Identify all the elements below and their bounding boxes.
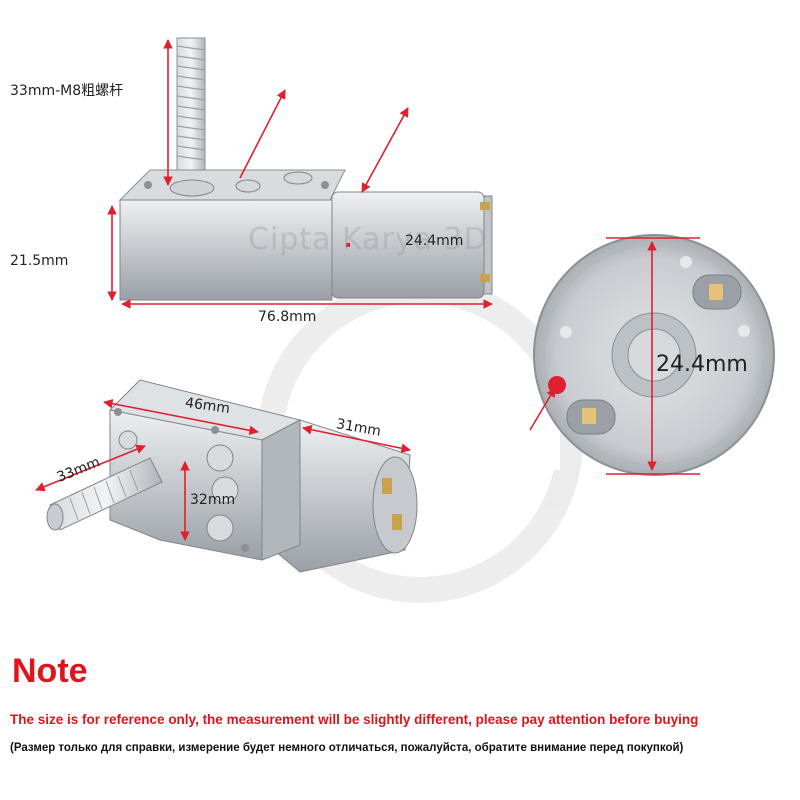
top-dimension-lines	[107, 39, 493, 309]
bottom-motor	[46, 379, 418, 573]
height-label: 21.5mm	[10, 253, 69, 269]
top-motor	[118, 37, 493, 301]
end-dimension-lines	[529, 237, 700, 475]
note-russian: (Размер только для справки, измерение бу…	[10, 742, 684, 754]
watermark-text: Cipta Karya 3D	[248, 222, 488, 257]
rod-label: 33mm-M8粗螺杆	[10, 83, 124, 99]
note-english: The size is for reference only, the meas…	[10, 712, 699, 727]
box-height-label: 32mm	[190, 492, 236, 508]
product-photo: Cipta Karya 3D 33mm-M8粗螺杆 21.5mm 24.4mm …	[10, 37, 775, 603]
note-title: Note	[12, 652, 88, 690]
motor-diameter-label: 24.4mm	[405, 233, 464, 249]
product-illustration	[35, 37, 775, 603]
bottom-dimension-lines	[35, 398, 411, 541]
total-length-label: 76.8mm	[258, 309, 317, 325]
end-diameter-label: 24.4mm	[656, 352, 748, 377]
